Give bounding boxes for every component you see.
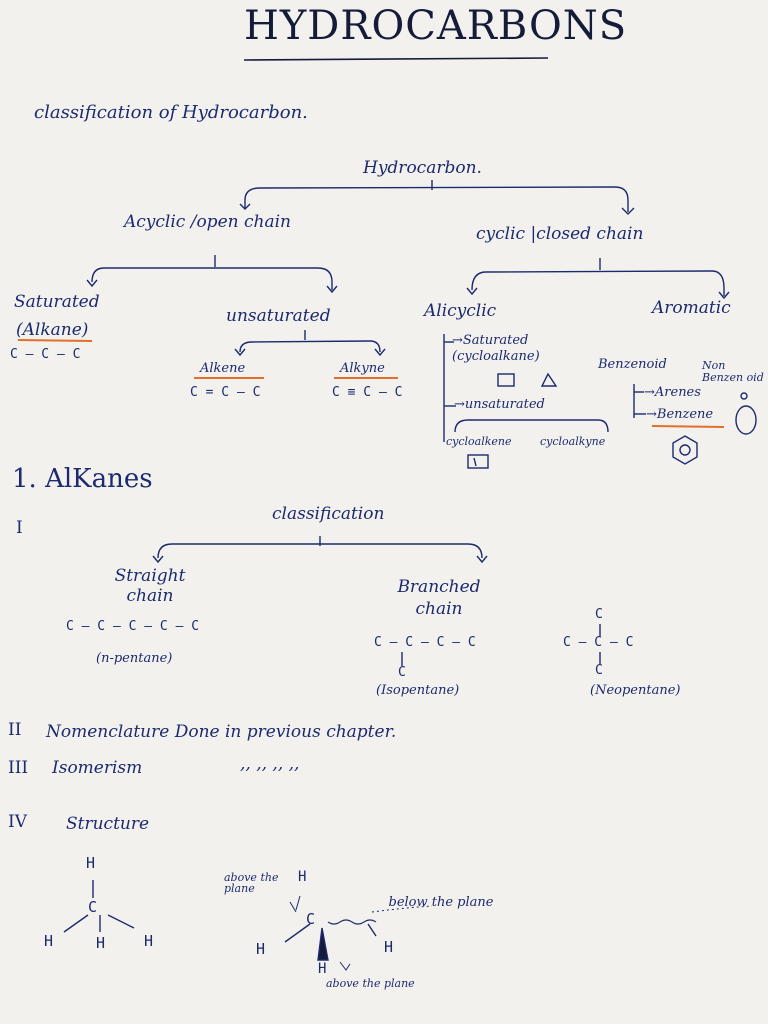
tree-arenes: →Arenes bbox=[644, 385, 701, 400]
wedge-h-left: H bbox=[256, 940, 266, 958]
section-4-text: Structure bbox=[66, 814, 150, 834]
tree-cycloalkene: cycloalkene bbox=[446, 435, 512, 448]
tree-unsaturated: unsaturated bbox=[226, 306, 331, 326]
branched-chain-formula: C – C – C – C bbox=[374, 635, 476, 650]
tree-acyclic: Acyclic /open chain bbox=[124, 212, 291, 232]
tree-cycloalkyne: cycloalkyne bbox=[540, 435, 606, 448]
tree-alicyclic-saturated-sub: (cycloalkane) bbox=[452, 349, 540, 364]
neopentane-label: (Neopentane) bbox=[590, 683, 681, 698]
tree-alkene: Alkene bbox=[200, 361, 246, 376]
branched-chain-substituent: C bbox=[398, 665, 406, 680]
neopentane-mid: C – C – C bbox=[563, 635, 634, 650]
section-2-numeral: II bbox=[8, 720, 22, 740]
section-4-numeral: IV bbox=[8, 812, 27, 832]
wedge-h-bottom: H bbox=[318, 961, 327, 977]
tree-saturated: Saturated bbox=[14, 292, 100, 312]
section-1-numeral: I bbox=[16, 518, 23, 538]
section-3-ditto: ,, ,, ,, ,, bbox=[240, 754, 300, 774]
wedge-h-top: H bbox=[298, 869, 307, 885]
tree-alkyne-formula: C ≡ C – C bbox=[332, 385, 403, 400]
straight-chain-label: Straight chain bbox=[114, 566, 186, 607]
alkanes-classification: classification bbox=[272, 504, 385, 524]
tree-non-benzenoid: Non Benzen oid bbox=[702, 359, 764, 384]
neopentane-top: C bbox=[595, 607, 603, 622]
tree-alicyclic-unsaturated: →unsaturated bbox=[454, 397, 545, 412]
tree-alicyclic: Alicyclic bbox=[424, 301, 497, 321]
methane-c: C bbox=[88, 898, 98, 916]
label-above-plane-2: above the plane bbox=[326, 977, 415, 990]
alkanes-heading: 1. AlKanes bbox=[12, 464, 153, 494]
section-3-numeral: III bbox=[8, 758, 29, 778]
label-above-plane-1: above the plane bbox=[224, 871, 279, 895]
section-3-text: Isomerism bbox=[52, 758, 143, 778]
straight-chain-name: (n-pentane) bbox=[96, 651, 173, 666]
tree-alicyclic-saturated: →Saturated bbox=[452, 333, 529, 348]
methane-h-top: H bbox=[86, 854, 96, 872]
methane-h-right: H bbox=[144, 932, 154, 950]
tree-saturated-sub: (Alkane) bbox=[16, 320, 89, 340]
branched-chain-label: Branched chain bbox=[397, 577, 481, 620]
classification-heading: classification of Hydrocarbon. bbox=[34, 102, 308, 123]
isopentane-label: (Isopentane) bbox=[376, 683, 460, 698]
wedge-h-right: H bbox=[384, 938, 394, 956]
wedge-c: C bbox=[306, 910, 316, 928]
section-2-text: Nomenclature Done in previous chapter. bbox=[46, 722, 397, 742]
page-title: HYDROCARBONS bbox=[244, 3, 628, 49]
neopentane-bottom: C bbox=[595, 663, 603, 678]
tree-aromatic: Aromatic bbox=[652, 298, 731, 318]
straight-chain-formula: C – C – C – C – C bbox=[66, 619, 200, 634]
tree-cyclic: cyclic |closed chain bbox=[476, 224, 644, 244]
methane-h-left: H bbox=[44, 932, 54, 950]
tree-benzenoid: Benzenoid bbox=[598, 357, 667, 372]
tree-benzene: →Benzene bbox=[646, 407, 714, 422]
methane-h-mid: H bbox=[96, 934, 106, 952]
tree-saturated-formula: C – C – C bbox=[10, 347, 81, 362]
label-below-plane: below the plane bbox=[388, 895, 494, 910]
tree-alkene-formula: C = C – C bbox=[190, 385, 261, 400]
tree-alkyne: Alkyne bbox=[340, 361, 385, 376]
tree-root: Hydrocarbon. bbox=[363, 158, 482, 178]
